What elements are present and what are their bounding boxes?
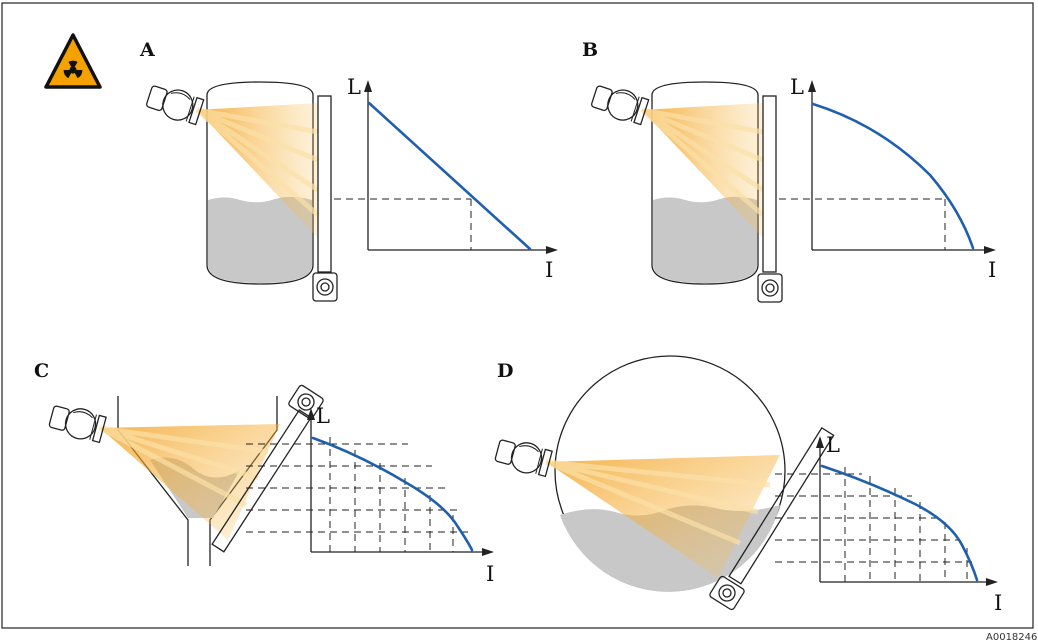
detector-head-b xyxy=(757,273,783,303)
x-axis-label-d: I xyxy=(994,591,1002,615)
chart-c: L I xyxy=(246,404,494,586)
chart-b: L I xyxy=(779,75,996,282)
y-axis-label-d: L xyxy=(826,433,840,457)
detector-rod-d xyxy=(728,426,835,585)
detector-rod-c xyxy=(211,409,312,553)
panel-a: A L I xyxy=(139,39,558,302)
panel-b: B L I xyxy=(582,39,996,303)
panel-c-letter: C xyxy=(34,360,49,382)
y-axis-label-a: L xyxy=(347,75,361,99)
x-axis-label-c: I xyxy=(486,562,494,586)
source-container-b xyxy=(588,80,650,128)
document-id: A0018246 xyxy=(986,632,1037,643)
panel-b-letter: B xyxy=(582,39,598,61)
radiation-warning-icon xyxy=(44,33,102,89)
panel-c: C xyxy=(34,360,494,586)
calibration-curve-c xyxy=(311,436,474,552)
product-a xyxy=(208,196,312,283)
detector-rod-a xyxy=(317,95,332,273)
panel-d: D xyxy=(493,355,1002,615)
x-axis-label-b: I xyxy=(988,258,996,282)
calibration-curve-d xyxy=(820,464,979,582)
source-container-c xyxy=(47,400,108,445)
source-container-a xyxy=(143,80,205,128)
figure-frame xyxy=(1,2,1034,629)
panel-d-letter: D xyxy=(497,360,513,382)
y-axis-label-b: L xyxy=(790,75,804,99)
source-container-d xyxy=(493,434,554,479)
detector-rod-b xyxy=(762,95,777,273)
calibration-curve-b xyxy=(811,102,975,250)
panel-a-letter: A xyxy=(139,39,155,61)
chart-d: L I xyxy=(775,433,1002,615)
calibration-curve-a xyxy=(367,101,532,251)
detector-head-a xyxy=(312,272,338,302)
x-axis-label-a: I xyxy=(545,258,553,282)
y-axis-label-c: L xyxy=(316,404,330,428)
chart-a: L I xyxy=(334,75,558,282)
product-b xyxy=(653,196,757,283)
